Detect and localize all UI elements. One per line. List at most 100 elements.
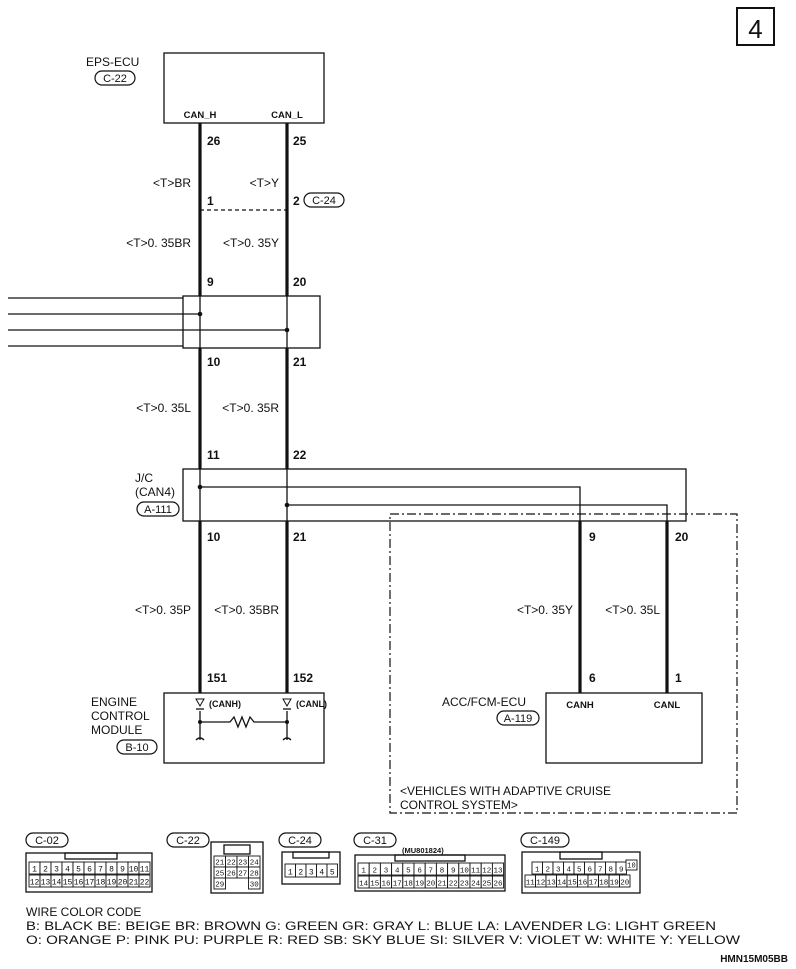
c22-pin-number: 26 [227, 871, 237, 879]
diagram-code: HMN15M05BB [720, 954, 788, 965]
engine-ecu-name-3: MODULE [91, 723, 142, 737]
c22-pin-number: 21 [215, 860, 225, 868]
acc-option-region [389, 513, 738, 814]
canl-terminal-symbol [282, 698, 292, 708]
intermediate-pin-10: 10 [207, 355, 221, 369]
c24b-label: C-24 [288, 835, 312, 847]
c22-cavity [248, 877, 261, 890]
c02-pin-number: 18 [96, 879, 106, 888]
wire-color-035r: <T>0. 35R [222, 401, 279, 415]
eps-pin-25: 25 [293, 134, 307, 148]
c31-pin-number: 12 [482, 868, 491, 876]
c24-connector-pill [303, 192, 345, 208]
c24-pin-1: 1 [207, 194, 214, 208]
c24-pin-number: 5 [330, 869, 335, 878]
wire-color-035y: <T>0. 35Y [223, 236, 279, 250]
c31-part-number: (MU801824) [402, 846, 444, 855]
c02-pin-number: 15 [63, 879, 73, 888]
c22-pin-number: 30 [250, 882, 260, 890]
c149-pin-number: 4 [566, 867, 571, 875]
c31-pin-number: 11 [471, 868, 481, 876]
jc-bus-h-to-acc [200, 486, 581, 521]
wire-color-035l-acc: <T>0. 35L [605, 603, 660, 617]
c149-pin-number: 6 [587, 867, 592, 875]
engine-pin-label-canl: (CANL) [296, 699, 327, 709]
c149-pin-number: 7 [598, 867, 603, 875]
c22-cavity [213, 877, 226, 890]
c02-pin-number: 12 [30, 879, 40, 888]
acc-pin-label-canh: CANH [566, 700, 594, 711]
eps-ecu-pin-label-canh: CAN_H [184, 110, 217, 121]
acc-note-line-2: CONTROL SYSTEM> [400, 798, 518, 812]
wire-color-035p: <T>0. 35P [135, 603, 191, 617]
c31-pin-number: 24 [471, 881, 481, 889]
c02-pin-number: 20 [118, 879, 128, 888]
wire-color-code-title: WIRE COLOR CODE [26, 905, 141, 919]
c31-pin-number: 16 [381, 881, 391, 889]
c31-pin-number: 22 [449, 881, 458, 889]
c24-cavity [326, 863, 338, 878]
jc-pin-10: 10 [207, 530, 221, 544]
jc-can4-box [182, 468, 687, 522]
c24-pin-number: 2 [298, 869, 303, 878]
c149-pin-number: 10 [627, 863, 635, 871]
jc-subname: (CAN4) [135, 485, 175, 499]
acc-pin-1: 1 [675, 671, 682, 685]
c22-pin-number: 25 [215, 871, 225, 879]
c31-pin-number: 23 [460, 881, 470, 889]
c02-pin-number: 14 [52, 879, 62, 888]
eps-ecu-name: EPS-ECU [86, 55, 139, 69]
acc-ecu-connector: A-119 [504, 713, 533, 725]
c149-pin-number: 18 [599, 880, 608, 888]
c149-pin-number: 11 [526, 880, 536, 888]
c31-pin-number: 8 [440, 868, 445, 876]
acc-fcm-ecu-box [545, 692, 703, 764]
c149-pin-number: 12 [536, 880, 545, 888]
jc-pin-9: 9 [589, 530, 596, 544]
splice-dot-h [197, 311, 203, 317]
c02-pin-number: 9 [120, 866, 125, 875]
c149-pin-number: 8 [608, 867, 613, 875]
engine-ecu-connector-pill [116, 739, 158, 755]
termination-resistor [200, 715, 287, 729]
wire-color-code-line-1: B: BLACK BE: BEIGE BR: BROWN G: GREEN GR… [26, 919, 716, 933]
c149-pin-number: 19 [610, 880, 619, 888]
c02-pin-number: 5 [76, 866, 81, 875]
wire-color-035l: <T>0. 35L [136, 401, 191, 415]
engine-ecu-connector: B-10 [125, 742, 148, 754]
c22-label-pill [166, 832, 210, 848]
c31-pin-number: 2 [373, 868, 378, 876]
c02-label: C-02 [35, 835, 59, 847]
c149-label: C-149 [530, 835, 560, 847]
jc-connector: A-111 [144, 504, 172, 516]
acc-pin-6: 6 [589, 671, 596, 685]
canh-terminal-symbol [195, 698, 205, 708]
c149-pin-number: 15 [568, 880, 578, 888]
intermediate-junction-box [182, 295, 321, 349]
acc-ecu-connector-pill [496, 710, 540, 726]
intermediate-pin-20: 20 [293, 275, 307, 289]
c02-pin-number: 13 [41, 879, 51, 888]
c149-cavity [625, 859, 638, 871]
c31-pin-number: 21 [437, 881, 447, 889]
c149-pin-number: 5 [577, 867, 582, 875]
eps-ecu-connector-pill [94, 70, 136, 86]
c02-pin-number: 2 [43, 866, 48, 875]
jc-pin-20: 20 [675, 530, 689, 544]
c149-pin-number: 17 [589, 880, 598, 888]
c31-pin-number: 26 [493, 881, 503, 889]
c149-pin-number: 14 [557, 880, 567, 888]
c31-pin-number: 19 [415, 881, 424, 889]
c149-pin-number: 13 [547, 880, 557, 888]
c02-pin-number: 10 [129, 866, 139, 875]
jc-name: J/C [135, 471, 153, 485]
jc-pin-21: 21 [293, 530, 307, 544]
c31-pin-number: 17 [393, 881, 402, 889]
c31-pin-number: 5 [406, 868, 411, 876]
c22-pin-number: 22 [227, 860, 236, 868]
c149-pin-number: 16 [578, 880, 588, 888]
